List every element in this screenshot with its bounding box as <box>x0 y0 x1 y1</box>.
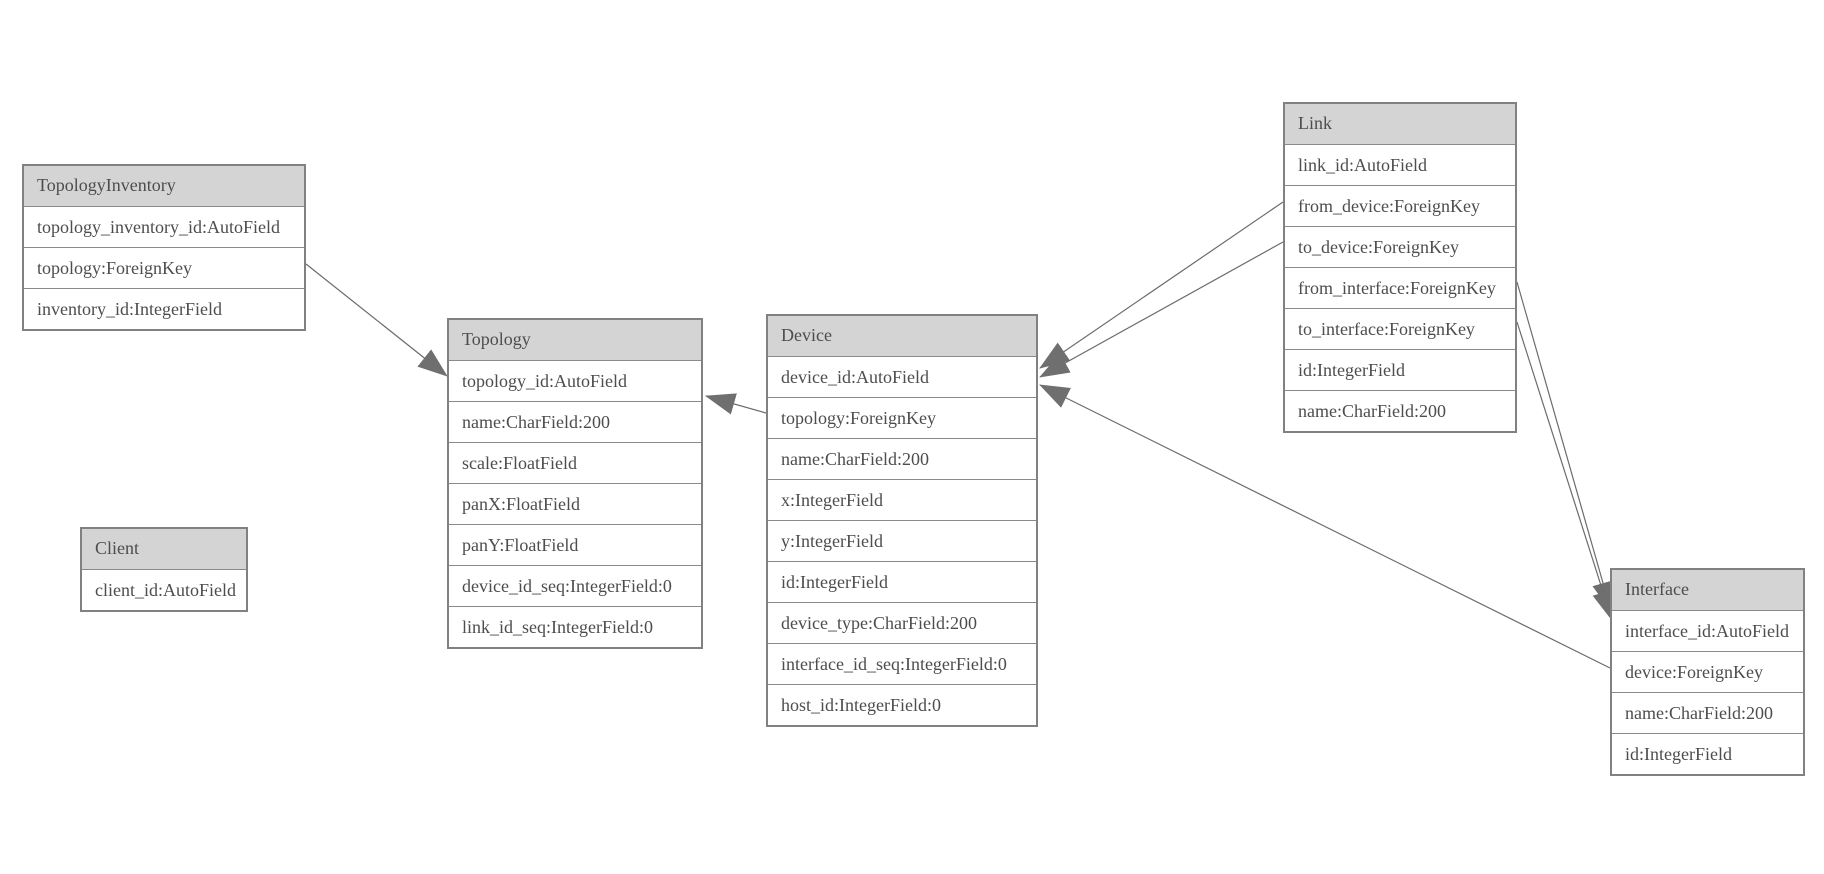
field-device-fk: device:ForeignKey <box>1612 651 1803 692</box>
relationship-arrow-topologyinventory-to-topology <box>305 263 448 377</box>
field-y: y:IntegerField <box>768 520 1036 561</box>
field-link-id: link_id:AutoField <box>1285 144 1515 185</box>
field-id: id:IntegerField <box>768 561 1036 602</box>
field-to-interface: to_interface:ForeignKey <box>1285 308 1515 349</box>
field-panx: panX:FloatField <box>449 483 701 524</box>
field-device-id-seq: device_id_seq:IntegerField:0 <box>449 565 701 606</box>
field-pany: panY:FloatField <box>449 524 701 565</box>
relationship-arrow-device-to-topology <box>705 393 767 415</box>
relationship-arrow-link-todevice-to-device <box>1039 241 1284 378</box>
field-from-device: from_device:ForeignKey <box>1285 185 1515 226</box>
field-topology-id: topology_id:AutoField <box>449 360 701 401</box>
entity-title-client: Client <box>82 529 246 569</box>
field-interface-id-seq: interface_id_seq:IntegerField:0 <box>768 643 1036 684</box>
relationship-arrow-link-fromdevice-to-device <box>1039 201 1284 369</box>
field-client-id: client_id:AutoField <box>82 569 246 610</box>
field-from-interface: from_interface:ForeignKey <box>1285 267 1515 308</box>
field-to-device: to_device:ForeignKey <box>1285 226 1515 267</box>
field-host-id: host_id:IntegerField:0 <box>768 684 1036 725</box>
entity-table-topologyinventory: TopologyInventory topology_inventory_id:… <box>22 164 306 331</box>
field-link-id-seq: link_id_seq:IntegerField:0 <box>449 606 701 647</box>
entity-title-device: Device <box>768 316 1036 356</box>
entity-title-topology: Topology <box>449 320 701 360</box>
entity-table-interface: Interface interface_id:AutoField device:… <box>1610 568 1805 776</box>
relationship-arrow-link-tointerface-to-interface <box>1516 321 1614 621</box>
entity-table-client: Client client_id:AutoField <box>80 527 248 612</box>
entity-title-topologyinventory: TopologyInventory <box>24 166 304 206</box>
field-id: id:IntegerField <box>1285 349 1515 390</box>
field-id: id:IntegerField <box>1612 733 1803 774</box>
field-name: name:CharField:200 <box>449 401 701 442</box>
entity-table-topology: Topology topology_id:AutoField name:Char… <box>447 318 703 649</box>
entity-title-interface: Interface <box>1612 570 1803 610</box>
field-x: x:IntegerField <box>768 479 1036 520</box>
field-interface-id: interface_id:AutoField <box>1612 610 1803 651</box>
relationship-arrow-link-frominterface-to-interface <box>1516 281 1614 612</box>
field-device-type: device_type:CharField:200 <box>768 602 1036 643</box>
entity-title-link: Link <box>1285 104 1515 144</box>
field-device-id: device_id:AutoField <box>768 356 1036 397</box>
entity-table-link: Link link_id:AutoField from_device:Forei… <box>1283 102 1517 433</box>
field-topology-fk: topology:ForeignKey <box>768 397 1036 438</box>
field-topology-inventory-id: topology_inventory_id:AutoField <box>24 206 304 247</box>
field-scale: scale:FloatField <box>449 442 701 483</box>
field-inventory-id: inventory_id:IntegerField <box>24 288 304 329</box>
entity-table-device: Device device_id:AutoField topology:Fore… <box>766 314 1038 727</box>
field-topology-fk: topology:ForeignKey <box>24 247 304 288</box>
field-name: name:CharField:200 <box>1612 692 1803 733</box>
field-name: name:CharField:200 <box>1285 390 1515 431</box>
field-name: name:CharField:200 <box>768 438 1036 479</box>
